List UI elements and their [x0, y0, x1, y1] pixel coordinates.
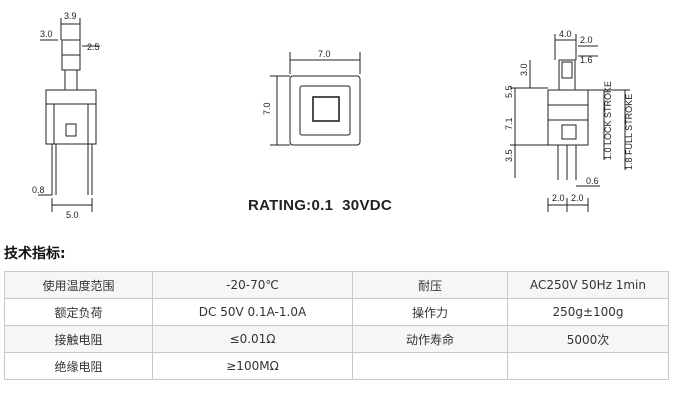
spec-cell: 动作寿命 [352, 325, 508, 353]
right-dim-top-width: 4.0 [559, 29, 572, 39]
right-view [510, 34, 630, 212]
spec-cell: -20-70℃ [152, 271, 353, 299]
right-dim-16: 1.6 [580, 55, 593, 65]
spec-cell [507, 352, 669, 380]
spec-cell: 绝缘电阻 [4, 352, 153, 380]
front-dim-height: 7.0 [262, 102, 272, 115]
right-pin-06: 0.6 [586, 176, 599, 186]
full-stroke-label: 1.8 FULL STROKE [624, 94, 634, 170]
spec-table: 使用温度范围 -20-70℃ 耐压 AC250V 50Hz 1min 额定负荷 … [4, 271, 669, 380]
spec-heading: 技术指标: [4, 246, 66, 262]
side-dim-width-top: 3.9 [64, 11, 77, 21]
spec-cell: 额定负荷 [4, 298, 153, 326]
side-dim-bottom: 5.0 [66, 210, 79, 220]
spec-cell [352, 352, 508, 380]
technical-drawing: 3.9 3.0 2.5 0.8 5.0 7.0 7.0 4.0 2.0 1.6 … [32, 11, 634, 220]
spec-cell: DC 50V 0.1A-1.0A [152, 298, 353, 326]
table-row: 使用温度范围 -20-70℃ 耐压 AC250V 50Hz 1min [4, 271, 669, 299]
spec-cell: 耐压 [352, 271, 508, 299]
spec-cell: 接触电阻 [4, 325, 153, 353]
lock-stroke-label: 1.0 LOCK STROKE [603, 81, 613, 160]
spec-cell: 操作力 [352, 298, 508, 326]
spec-cell: 使用温度范围 [4, 271, 153, 299]
spec-cell: AC250V 50Hz 1min [507, 271, 669, 299]
table-row: 额定负荷 DC 50V 0.1A-1.0A 操作力 250g±100g [4, 298, 669, 326]
spec-cell: 250g±100g [507, 298, 669, 326]
spec-cell: 5000次 [507, 325, 669, 353]
table-row: 接触电阻 ≤0.01Ω 动作寿命 5000次 [4, 325, 669, 353]
rating-label: RATING:0.1 30VDC [248, 197, 392, 214]
right-bottom-b: 2.0 [571, 193, 584, 203]
right-dim-35: 3.5 [504, 149, 514, 162]
right-dim-2: 2.0 [580, 35, 593, 45]
front-dim-width: 7.0 [318, 49, 331, 59]
right-dim-55: 5.5 [504, 85, 514, 98]
spec-cell: ≤0.01Ω [152, 325, 353, 353]
right-dim-30: 3.0 [519, 63, 529, 76]
right-bottom-a: 2.0 [552, 193, 565, 203]
side-dim-left: 3.0 [40, 29, 53, 39]
side-dim-pin: 0.8 [32, 185, 45, 195]
right-dim-71: 7.1 [504, 117, 514, 130]
front-view [270, 52, 361, 146]
side-dim-right: 2.5 [87, 42, 100, 52]
spec-cell: ≥100MΩ [152, 352, 353, 380]
side-view [38, 18, 100, 212]
table-row: 绝缘电阻 ≥100MΩ [4, 352, 669, 380]
